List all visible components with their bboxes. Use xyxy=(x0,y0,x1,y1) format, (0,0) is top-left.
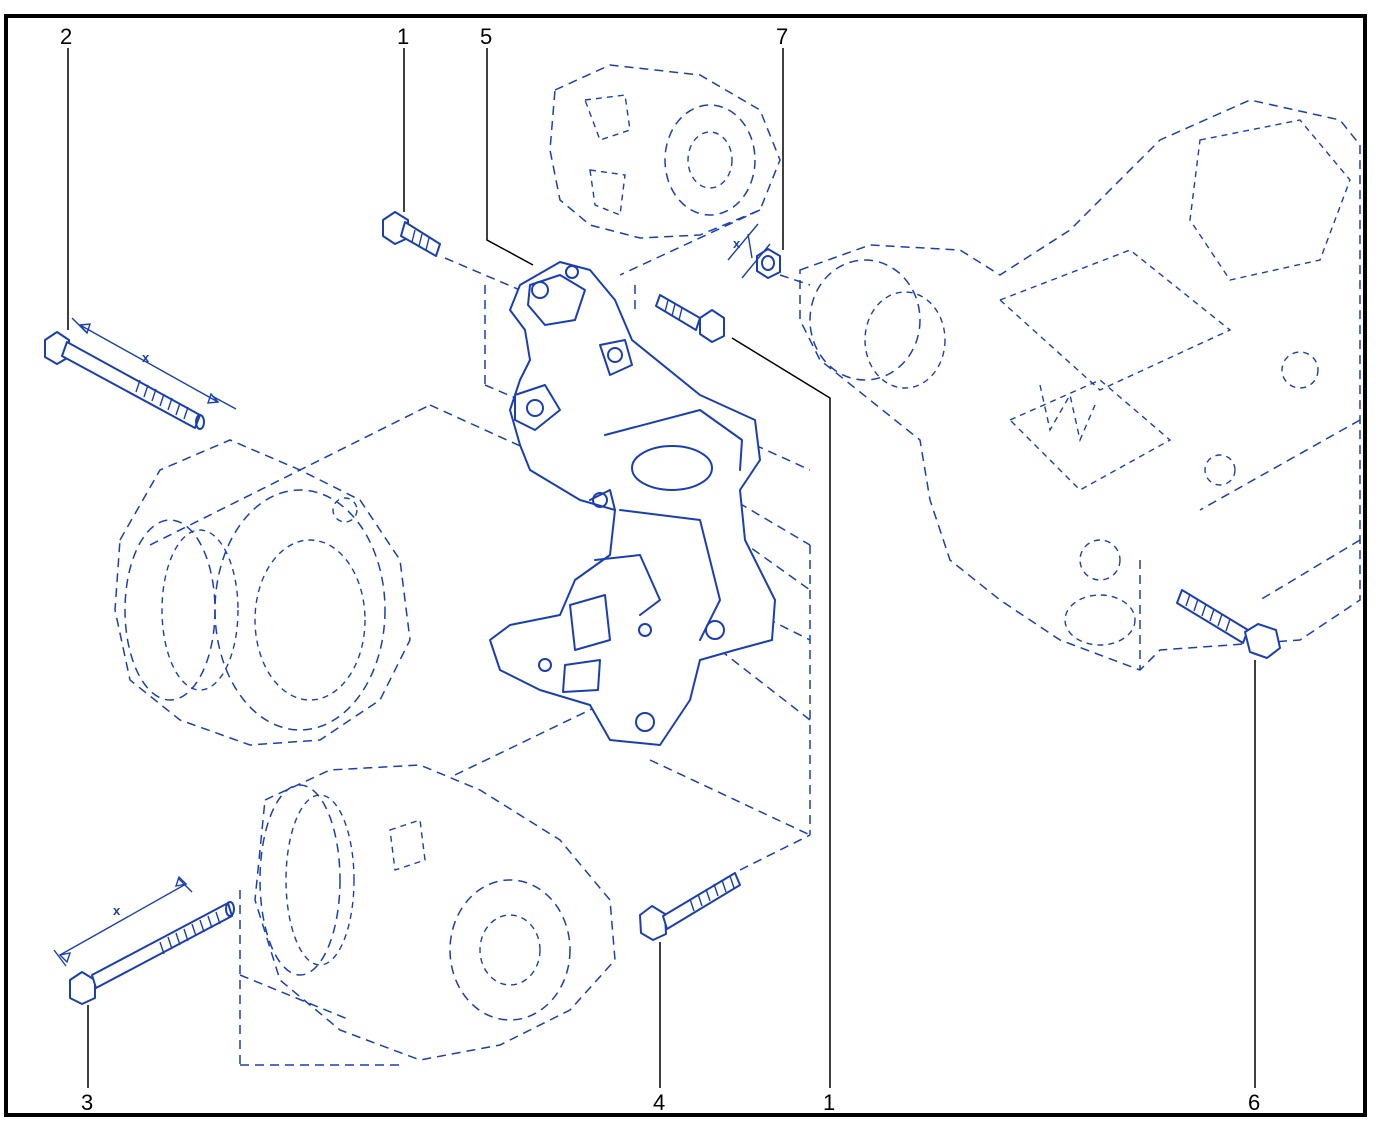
bolt-2: x xyxy=(44,317,237,430)
callout-1-top: 1 xyxy=(397,24,409,49)
bolt-1-upper xyxy=(382,211,441,257)
dimension-label-bolt-2: x xyxy=(142,350,150,365)
bolt-3: x xyxy=(53,875,235,1005)
bolt-1-lower xyxy=(655,294,725,343)
callout-7: 7 xyxy=(776,24,788,49)
bolt-4 xyxy=(639,872,741,941)
callout-leaders xyxy=(67,48,1256,1088)
callout-3: 3 xyxy=(81,1090,93,1115)
power-steering-pump-phantom xyxy=(549,64,781,276)
callout-5: 5 xyxy=(480,24,492,49)
bolt-6 xyxy=(1176,589,1281,659)
engine-block-phantom xyxy=(799,99,1361,671)
mounting-bracket xyxy=(489,261,776,746)
ac-compressor-phantom xyxy=(239,704,616,1066)
dimension-label-bolt-3: x xyxy=(113,903,121,918)
callout-2: 2 xyxy=(60,24,72,49)
alternator-phantom xyxy=(114,404,541,746)
callout-1-bottom: 1 xyxy=(823,1090,835,1115)
callout-6: 6 xyxy=(1248,1090,1260,1115)
spacer-7: x xyxy=(727,223,781,279)
dimension-label-spacer-7: x xyxy=(733,236,741,251)
callout-4: 4 xyxy=(653,1090,665,1115)
